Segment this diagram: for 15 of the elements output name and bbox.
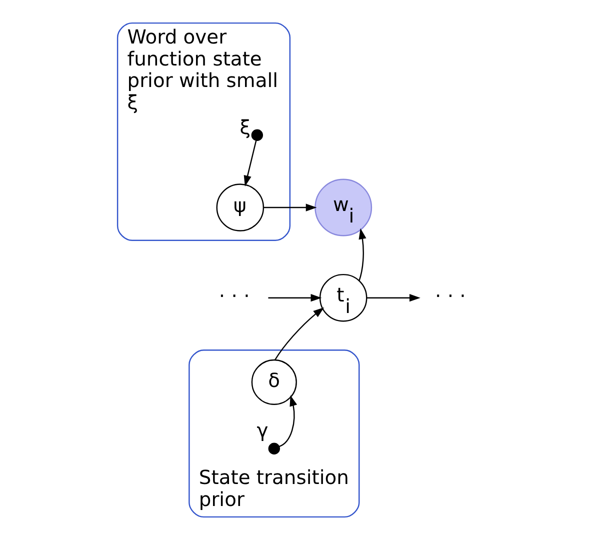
arrow [366, 294, 420, 302]
node-text: · · · [218, 284, 250, 308]
node-label: γ [256, 419, 268, 442]
arrow [278, 395, 298, 448]
node-label: ξ [240, 116, 251, 140]
node-text: · · · [434, 284, 466, 308]
arrow [358, 228, 366, 281]
arrow [244, 140, 257, 187]
arrow [264, 204, 317, 212]
node-dot [268, 442, 280, 454]
node-dot [251, 129, 263, 141]
arrow [268, 294, 322, 302]
arrow [274, 307, 324, 360]
node-circle: ψ [216, 184, 264, 232]
node-circle: δ [251, 359, 297, 405]
